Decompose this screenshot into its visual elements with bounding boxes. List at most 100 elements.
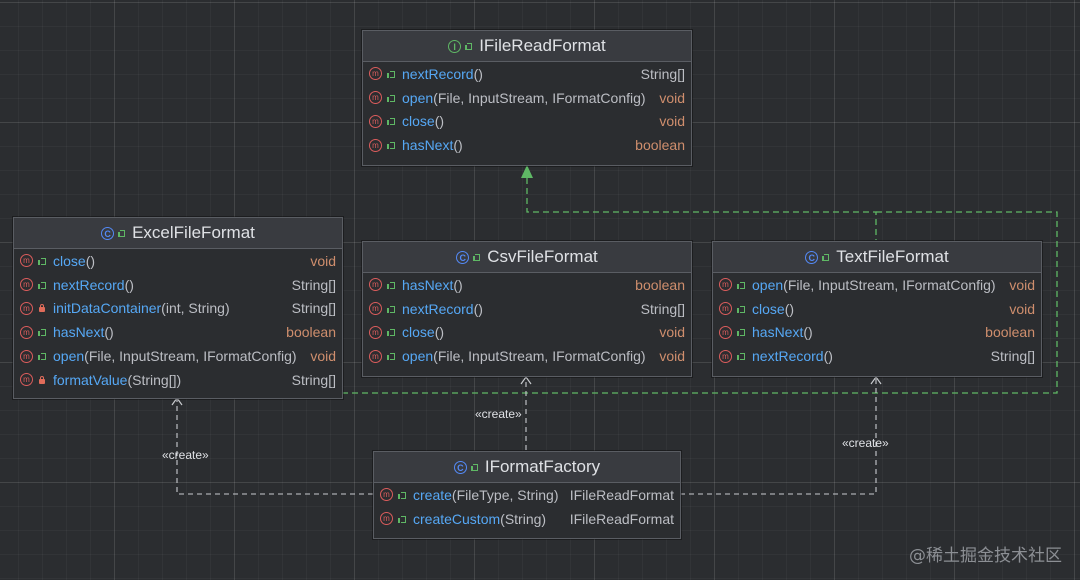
method-icon: m	[719, 302, 732, 316]
member-row[interactable]: m close() void	[14, 249, 342, 273]
method-icon: m	[719, 278, 732, 292]
method-icon: m	[369, 325, 382, 339]
member-row[interactable]: m hasNext() boolean	[363, 273, 691, 297]
method-icon: m	[369, 91, 382, 105]
method-name: formatValue	[53, 371, 128, 388]
member-row[interactable]: m create(FileType, String) IFileReadForm…	[374, 483, 680, 507]
method-return-type: IFileReadFormat	[569, 510, 674, 527]
class-icon: C	[453, 460, 467, 474]
member-row[interactable]: m close() void	[363, 321, 691, 345]
public-visibility-icon	[387, 70, 395, 78]
member-row[interactable]: m nextRecord() String[]	[363, 297, 691, 321]
method-name: close	[752, 300, 785, 317]
class-textfileformat[interactable]: C TextFileFormat m open(File, InputStrea…	[712, 241, 1042, 377]
method-icon: m	[369, 302, 382, 316]
class-header: C IFormatFactory	[374, 452, 680, 483]
member-row[interactable]: m nextRecord() String[]	[713, 344, 1041, 368]
public-visibility-icon	[737, 328, 745, 337]
method-params: (File, InputStream, IFormatConfig)	[433, 348, 646, 365]
member-row[interactable]: m createCustom(String) IFileReadFormat	[374, 507, 680, 531]
method-return-type: String[]	[291, 276, 336, 293]
method-icon: m	[719, 349, 732, 363]
create-edge-text	[680, 377, 877, 495]
method-params: ()	[434, 324, 445, 341]
method-icon: m	[369, 114, 382, 128]
method-params: (FileType, String)	[451, 486, 559, 503]
member-row[interactable]: m hasNext() boolean	[363, 133, 691, 157]
method-icon: m	[719, 325, 732, 339]
method-params: ()	[823, 348, 833, 365]
method-params: ()	[784, 300, 795, 317]
method-params: ()	[473, 300, 483, 317]
public-visibility-icon	[822, 253, 830, 261]
class-ifilereadformat[interactable]: I IFileReadFormat m nextRecord() String[…	[362, 30, 692, 166]
member-row[interactable]: m close() void	[713, 297, 1041, 321]
member-row[interactable]: m nextRecord() String[]	[363, 62, 691, 86]
method-name: create	[413, 486, 452, 503]
method-params: ()	[453, 276, 463, 293]
class-iformatfactory[interactable]: C IFormatFactory m create(FileType, Stri…	[373, 451, 681, 539]
method-params: (File, InputStream, IFormatConfig)	[783, 276, 996, 293]
class-name: TextFileFormat	[836, 247, 949, 266]
method-name: close	[402, 113, 435, 130]
method-name: open	[402, 89, 434, 106]
method-return-type: String[]	[291, 300, 336, 317]
create-label-excel: «create»	[162, 448, 209, 462]
method-return-type: void	[659, 348, 685, 365]
method-name: nextRecord	[53, 276, 125, 293]
create-label-csv: «create»	[475, 407, 522, 421]
method-return-type: void	[1009, 300, 1035, 317]
public-visibility-icon	[118, 229, 126, 237]
class-icon: C	[101, 226, 115, 240]
public-visibility-icon	[387, 281, 395, 289]
interface-icon: I	[448, 39, 462, 53]
method-return-type: void	[659, 89, 685, 106]
member-row[interactable]: m hasNext() boolean	[14, 320, 342, 344]
public-visibility-icon	[38, 328, 46, 337]
method-return-type: String[]	[640, 65, 685, 82]
method-return-type: void	[310, 348, 336, 365]
method-params: ()	[85, 252, 96, 269]
class-excelfileformat[interactable]: C ExcelFileFormat m close() void m nextR…	[13, 217, 343, 399]
public-visibility-icon	[470, 463, 478, 471]
method-return-type: IFileReadFormat	[569, 486, 674, 503]
member-row[interactable]: m open(File, InputStream, IFormatConfig)…	[713, 273, 1041, 297]
member-row[interactable]: m hasNext() boolean	[713, 321, 1041, 345]
member-row[interactable]: m formatValue(String[]) String[]	[14, 368, 342, 392]
method-name: open	[752, 276, 784, 293]
create-arrowhead-csv	[520, 375, 532, 385]
member-row[interactable]: m open(File, InputStream, IFormatConfig)…	[363, 344, 691, 368]
method-return-type: boolean	[286, 324, 336, 341]
method-return-type: void	[310, 252, 336, 269]
method-name: hasNext	[53, 324, 105, 341]
member-row[interactable]: m open(File, InputStream, IFormatConfig)…	[363, 86, 691, 110]
method-name: nextRecord	[402, 65, 474, 82]
class-csvfileformat[interactable]: C CsvFileFormat m hasNext() boolean m ne…	[362, 241, 692, 377]
public-visibility-icon	[38, 352, 46, 361]
method-return-type: boolean	[985, 324, 1035, 341]
method-return-type: void	[659, 324, 685, 341]
method-icon: m	[20, 325, 33, 339]
method-name: nextRecord	[752, 348, 824, 365]
member-row[interactable]: m nextRecord() String[]	[14, 273, 342, 297]
implements-edge-text	[876, 211, 1058, 394]
public-visibility-icon	[387, 328, 395, 337]
public-visibility-icon	[737, 305, 745, 313]
method-icon: m	[369, 67, 382, 81]
method-params: ()	[104, 324, 114, 341]
public-visibility-icon	[38, 281, 46, 289]
member-row[interactable]: m initDataContainer(int, String) String[…	[14, 297, 342, 321]
method-name: createCustom	[413, 510, 501, 527]
method-params: (String[])	[127, 371, 182, 388]
class-header: C CsvFileFormat	[363, 242, 691, 273]
method-name: hasNext	[402, 276, 454, 293]
method-params: ()	[434, 113, 445, 130]
method-return-type: boolean	[635, 276, 685, 293]
method-return-type: boolean	[635, 137, 685, 154]
member-row[interactable]: m open(File, InputStream, IFormatConfig)…	[14, 344, 342, 368]
member-row[interactable]: m close() void	[363, 110, 691, 134]
private-visibility-icon	[38, 375, 46, 384]
method-icon: m	[20, 349, 33, 363]
public-visibility-icon	[387, 305, 395, 313]
method-icon: m	[20, 301, 33, 315]
